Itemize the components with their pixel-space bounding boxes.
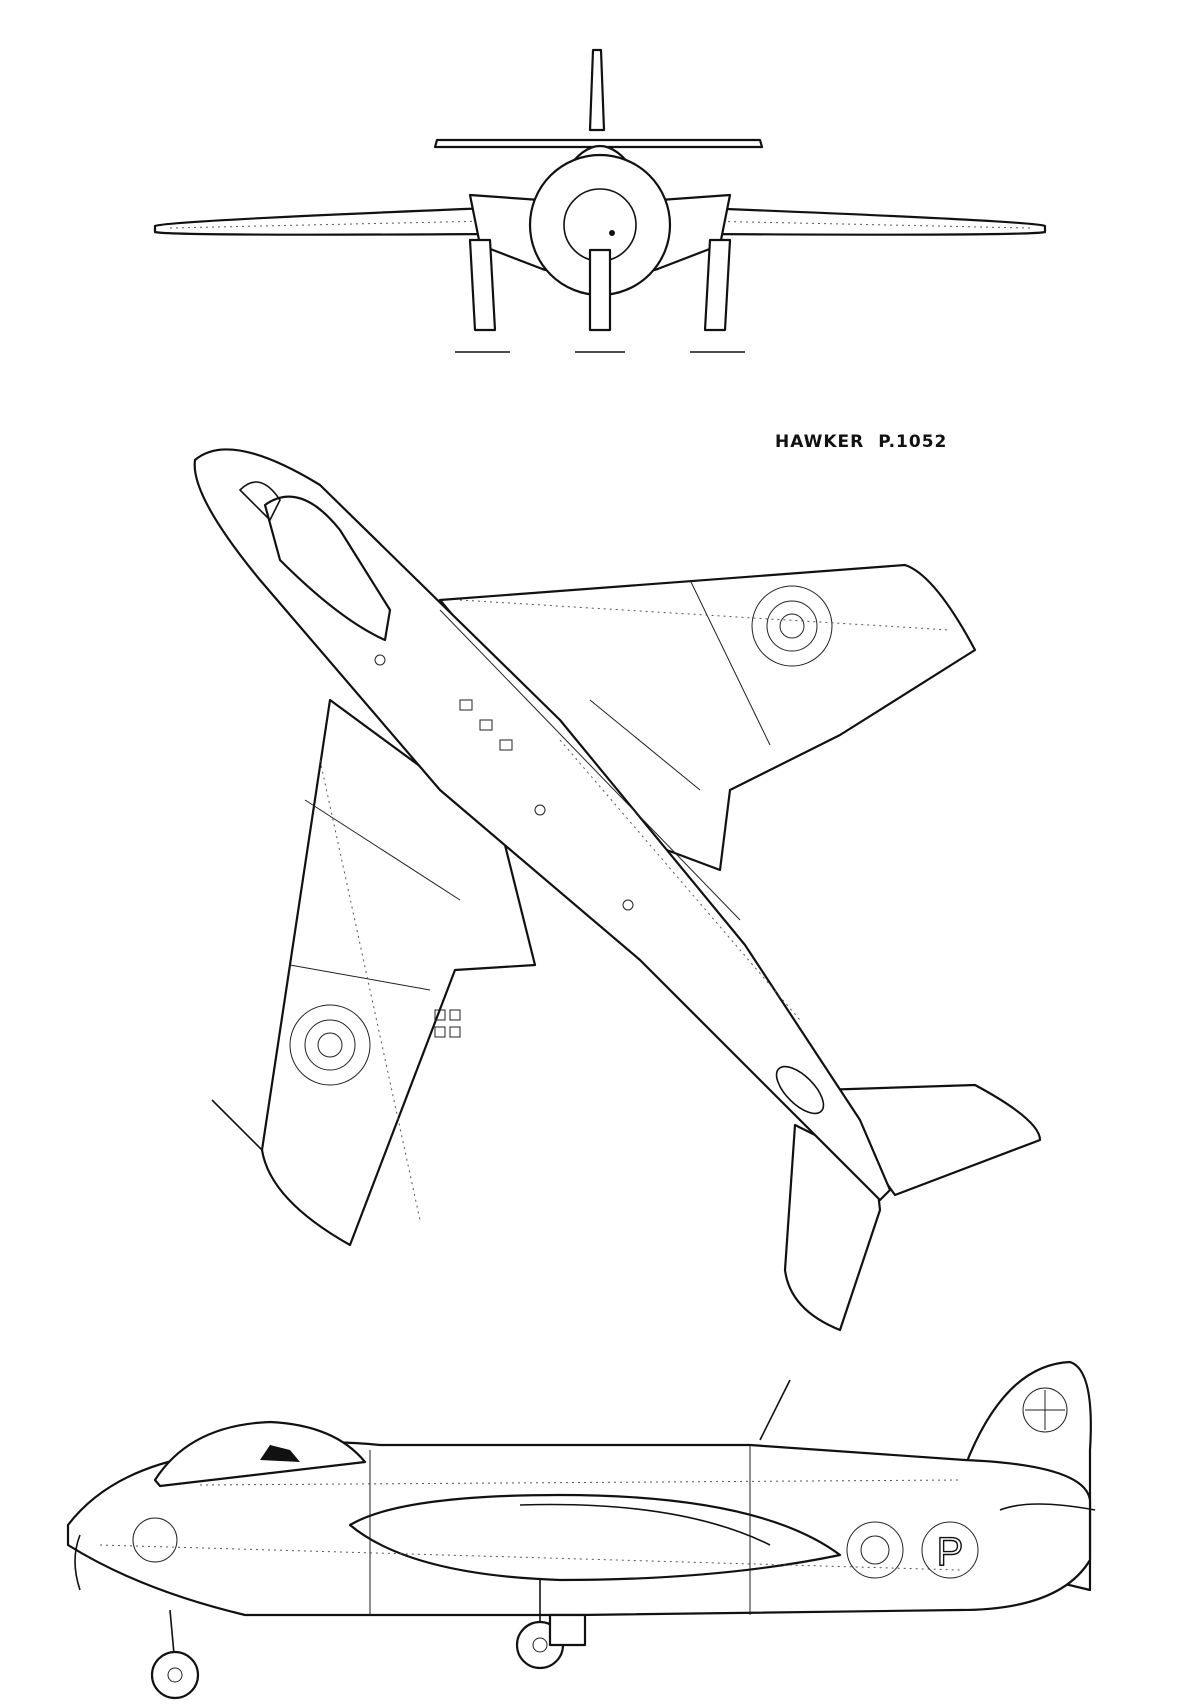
side-code-letter-ring — [921, 1521, 979, 1579]
front-main-gear-left — [468, 238, 497, 332]
front-wing-rivet-line — [699, 220, 1031, 229]
side-wing-root — [348, 1493, 842, 1582]
side-tailplane — [999, 1503, 1096, 1511]
plan-rivet-line — [459, 599, 951, 631]
roundel-lower — [289, 1004, 371, 1086]
plan-access-panel — [499, 739, 513, 751]
plan-fuselage — [193, 448, 892, 1202]
side-fin-flash — [1022, 1387, 1068, 1433]
plan-access-panel — [449, 1026, 461, 1038]
drawing-title: HAWKER P.1052 — [775, 432, 961, 452]
side-roundel-nose — [132, 1517, 178, 1563]
plan-pitot-probe — [211, 1099, 263, 1151]
plan-access-panel — [459, 699, 473, 711]
side-pilot-headrest — [260, 1445, 300, 1462]
plan-rivet-line — [319, 759, 421, 1221]
plan-panel-line — [589, 699, 701, 791]
side-gear-door — [548, 1613, 587, 1647]
plan-panel-line — [289, 964, 431, 991]
plan-fastener — [622, 899, 634, 911]
side-rivet-line — [199, 1479, 961, 1486]
maker-name: HAWKER — [775, 432, 865, 452]
front-nose-gear — [588, 248, 612, 332]
plan-view — [193, 448, 1042, 1332]
front-tailplane — [433, 138, 764, 149]
model-name: P.1052 — [878, 432, 948, 452]
front-wing-right — [698, 206, 1047, 236]
plan-access-panel — [434, 1026, 446, 1038]
side-aerial-mast — [759, 1379, 791, 1441]
side-canopy — [153, 1420, 367, 1488]
plan-access-panel — [479, 719, 493, 731]
plan-wing-upper — [438, 563, 977, 872]
side-main-wheel-hub — [532, 1637, 548, 1653]
front-wing-left — [153, 206, 492, 236]
side-nose-probe — [74, 1534, 81, 1591]
side-nose-wheel-hub — [167, 1667, 183, 1683]
plan-panel-line — [689, 579, 771, 746]
front-view — [153, 48, 1047, 353]
front-nose-probe — [609, 230, 615, 236]
plan-access-panel — [434, 1009, 446, 1021]
roundel-upper — [751, 585, 833, 667]
plan-windscreen — [238, 481, 281, 522]
plan-fastener — [374, 654, 386, 666]
plan-wing-lower — [260, 698, 537, 1247]
side-roundel-fuselage — [846, 1521, 904, 1579]
plan-panel-line — [439, 609, 741, 921]
front-main-gear-right — [703, 238, 732, 332]
plan-fastener — [534, 804, 546, 816]
plan-rivet-line — [559, 739, 801, 1021]
side-nose-wheel — [150, 1650, 200, 1700]
side-wing-fairing — [519, 1503, 771, 1546]
plan-access-panel — [449, 1009, 461, 1021]
side-code-letter: P — [937, 1530, 964, 1574]
plan-tailplane-upper — [818, 1083, 1042, 1197]
plan-jet-pipe — [775, 1065, 825, 1115]
plan-canopy — [263, 495, 392, 642]
plan-panel-line — [304, 799, 461, 901]
front-fin — [588, 48, 606, 132]
side-view: P — [66, 1360, 1096, 1700]
